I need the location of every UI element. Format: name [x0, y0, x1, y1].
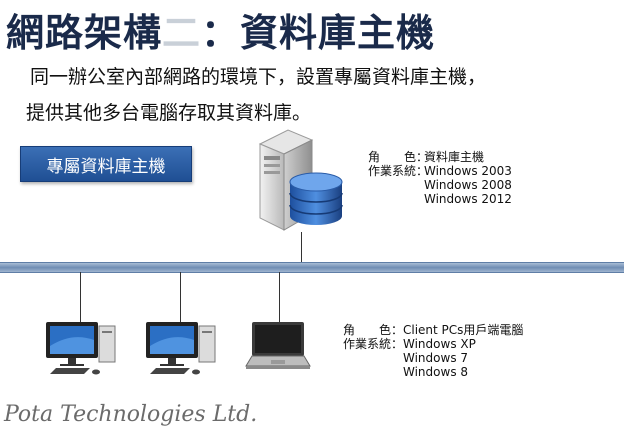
description-line-2: 提供其他多台電腦存取其資料庫。	[26, 102, 312, 124]
desktop-computer-icon	[46, 322, 116, 375]
client-role-label: 角 色：	[343, 323, 404, 337]
network-bus	[0, 262, 624, 273]
title-rest: ：資料庫主機	[201, 10, 436, 55]
client-info: 角 色：Client PCs用戶端電腦 作業系統： Windows XP Win…	[343, 323, 523, 379]
page-title: 網路架構二：資料庫主機	[6, 2, 435, 57]
description-line-1: 同一辦公室內部網路的環境下，設置專屬資料庫主機，	[30, 66, 487, 88]
desktop-computer-icon	[146, 322, 216, 375]
client-os-value: Windows 8	[403, 365, 469, 379]
server-os-value: Windows 2008	[424, 178, 512, 192]
client-connector	[279, 272, 280, 324]
db-server-badge: 專屬資料庫主機	[20, 146, 192, 182]
client-os-value: Windows XP	[403, 337, 476, 351]
client-os-label: 作業系統：	[343, 337, 404, 351]
client-role-value: Client PCs用戶端電腦	[403, 323, 524, 337]
server-os-value: Windows 2003	[424, 164, 512, 178]
title-main: 網路架構	[6, 10, 163, 55]
client-connector	[80, 272, 81, 324]
server-info: 角 色：資料庫主機 作業系統： Windows 2003 Windows 200…	[368, 150, 512, 206]
server-os-value: Windows 2012	[424, 192, 512, 206]
server-role-label: 角 色：	[368, 150, 429, 164]
company-footer: Pota Technologies Ltd.	[4, 402, 258, 427]
client-connector	[180, 272, 181, 324]
laptop-icon	[245, 322, 311, 369]
client-os-value: Windows 7	[403, 351, 469, 365]
server-connector	[301, 232, 302, 263]
database-server-icon	[258, 129, 343, 231]
server-os-label: 作業系統：	[368, 164, 429, 178]
server-role-value: 資料庫主機	[424, 150, 485, 164]
title-number: 二	[162, 10, 202, 55]
